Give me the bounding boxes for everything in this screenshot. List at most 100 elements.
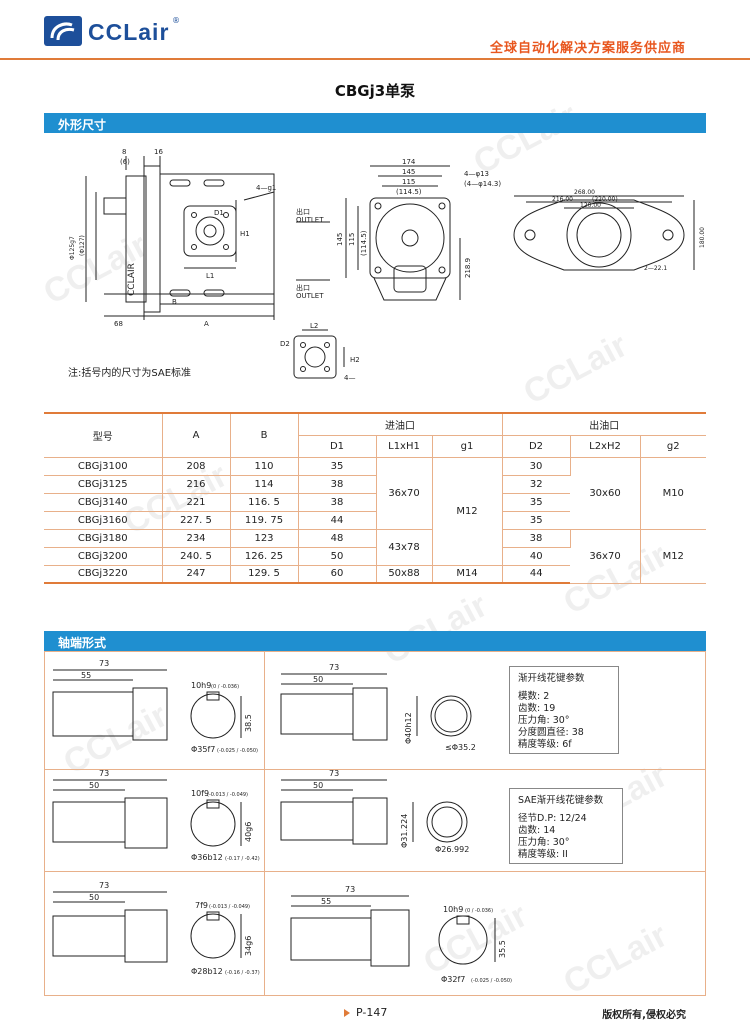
dim-label: Φ28b12	[191, 967, 223, 976]
dim-label: 16	[154, 148, 163, 156]
dim-label: D2	[280, 340, 290, 348]
table-row: CBGj3125 216 114 38 32	[44, 475, 706, 494]
outlet-label-cn: 出口	[296, 207, 310, 216]
shaft-cell	[45, 872, 265, 995]
outline-drawings: 8 (6) 16 68 A B D1 L1 H1 4—g1 CCLAIR 出口 …	[44, 140, 706, 382]
shaft-drawings-svg: 73 55 10h9 (0 / -0.036) 38.5 Φ35f7 (-0.0…	[52, 659, 512, 984]
dim-label: 10h9	[443, 905, 463, 914]
cell-model: CBGj3200	[44, 547, 163, 566]
slogan: 全球自动化解决方案服务供应商	[489, 41, 686, 56]
dim-label: L1	[206, 272, 214, 280]
page-number: P-147	[356, 1006, 388, 1019]
cell-d1: 48	[298, 529, 377, 548]
dim-label: 10h9	[191, 681, 211, 690]
cell-l1h1: 36x70	[376, 457, 433, 530]
cell-g1: M14	[432, 565, 503, 584]
col-header-a: A	[162, 412, 231, 458]
dim-label: Φ40h12	[404, 712, 413, 744]
dim-label: 174	[402, 158, 416, 166]
spline-param: 压力角: 30°	[518, 715, 570, 726]
page-header: CCLair ® 全球自动化解决方案服务供应商	[0, 0, 750, 60]
dim-label: 73	[345, 885, 355, 894]
table-row: CBGj3220 247 129. 5 60 50x88 M14 44	[44, 565, 706, 584]
spline-param: 精度等级: 6f	[518, 739, 572, 750]
dim-label: Φ36b12	[191, 853, 223, 862]
page-footer: P-147 版权所有,侵权必究	[0, 1004, 750, 1028]
dim-label: 115	[402, 178, 415, 186]
dim-label: 216.00	[552, 196, 573, 203]
table-row: CBGj3140 221 116. 5 38 35	[44, 493, 706, 512]
cell-model: CBGj3100	[44, 457, 163, 476]
dim-label: 40g6	[244, 822, 253, 842]
dim-label: D1	[214, 209, 224, 217]
spline-param: 齿数: 14	[518, 825, 556, 836]
sae-spline-params-box: SAE渐开线花键参数 径节D.P: 12/24 齿数: 14 压力角: 30° …	[509, 788, 623, 864]
cell-model: CBGj3125	[44, 475, 163, 494]
dim-label: (220.00)	[592, 196, 618, 203]
dim-label: 2—22.1	[644, 265, 667, 272]
dim-label: 68	[114, 320, 123, 328]
dim-label: H1	[240, 230, 250, 238]
cell-l1h1: 50x88	[376, 565, 433, 584]
copyright: 版权所有,侵权必究	[602, 1010, 686, 1021]
dim-label: (114.5)	[396, 188, 422, 196]
spline-param: 压力角: 30°	[518, 837, 570, 848]
brand-logo[interactable]: CCLair ®	[44, 16, 180, 46]
cell-a: 234	[162, 529, 231, 548]
dim-label: L2	[310, 322, 318, 330]
dim-label: 50	[89, 893, 99, 902]
cell-d2: 40	[502, 547, 570, 566]
page-title: CBGj3单泵	[334, 82, 416, 100]
dim-label: (-0.16 / -0.37)	[225, 970, 260, 976]
col-header-d1: D1	[298, 435, 377, 458]
outlet-label-en: OUTLET	[296, 216, 324, 224]
spline-params-title: 渐开线花键参数	[518, 673, 585, 684]
col-header-g2: g2	[640, 435, 706, 458]
dim-label: 115	[348, 233, 356, 246]
dim-label: 218.9	[464, 258, 472, 278]
dim-label: Φ26.992	[435, 845, 469, 854]
dim-label: (0 / -0.036)	[465, 908, 493, 914]
pump-outline-svg: 8 (6) 16 68 A B D1 L1 H1 4—g1 CCLAIR 出口 …	[69, 148, 706, 382]
dim-label: 145	[336, 233, 344, 246]
section-title: 外形尺寸	[58, 118, 107, 132]
cell-a: 247	[162, 565, 231, 584]
col-header-inlet: 进油口	[298, 412, 503, 436]
dim-label: 38.5	[244, 714, 253, 732]
col-header-b: B	[230, 412, 299, 458]
dim-label: (6)	[120, 158, 130, 166]
shaft-ends-grid: 73 55 10h9 (0 / -0.036) 38.5 Φ35f7 (-0.0…	[44, 651, 706, 996]
dim-label: (-0.025 / -0.050)	[471, 978, 512, 984]
dim-label: 50	[313, 675, 323, 684]
cell-model: CBGj3160	[44, 511, 163, 530]
section-bar-shaft: 轴端形式	[44, 631, 706, 651]
dim-label: A	[204, 320, 209, 328]
logo-mark-icon	[44, 16, 82, 46]
col-header-l2h2: L2xH2	[570, 435, 641, 458]
outlet-label-cn: 出口	[296, 283, 310, 292]
brand-stamp: CCLAIR	[127, 263, 137, 296]
dim-label: 34g6	[244, 936, 253, 956]
outlet-label-en: OUTLET	[296, 292, 324, 300]
logo-text: CCLair	[88, 19, 170, 45]
dim-label: 55	[81, 671, 91, 680]
spec-table: 型号 A B 进油口 出油口 D1 L1xH1 g1 D2 L2xH2 g2 C…	[44, 412, 706, 584]
page-marker-icon	[344, 1009, 350, 1017]
header-divider	[0, 58, 750, 60]
dim-label: (Φ127)	[79, 235, 86, 256]
spline-param: 分度圆直径: 38	[518, 727, 584, 738]
cell-a: 227. 5	[162, 511, 231, 530]
cell-b: 119. 75	[230, 511, 299, 530]
dim-label: 4—φ13	[464, 170, 489, 178]
dim-label: 73	[99, 769, 109, 778]
cell-a: 221	[162, 493, 231, 512]
cell-d1: 60	[298, 565, 377, 584]
section-bar-outline: 外形尺寸	[44, 113, 706, 133]
dim-label: ≤Φ35.2	[445, 743, 476, 752]
spline-params-box: 渐开线花键参数 模数: 2 齿数: 19 压力角: 30° 分度圆直径: 38 …	[509, 666, 619, 754]
cell-d2: 35	[502, 511, 570, 530]
cell-b: 123	[230, 529, 299, 548]
cell-d2: 32	[502, 475, 570, 494]
shaft-cell	[45, 652, 265, 770]
cell-g2: M12	[640, 529, 706, 584]
